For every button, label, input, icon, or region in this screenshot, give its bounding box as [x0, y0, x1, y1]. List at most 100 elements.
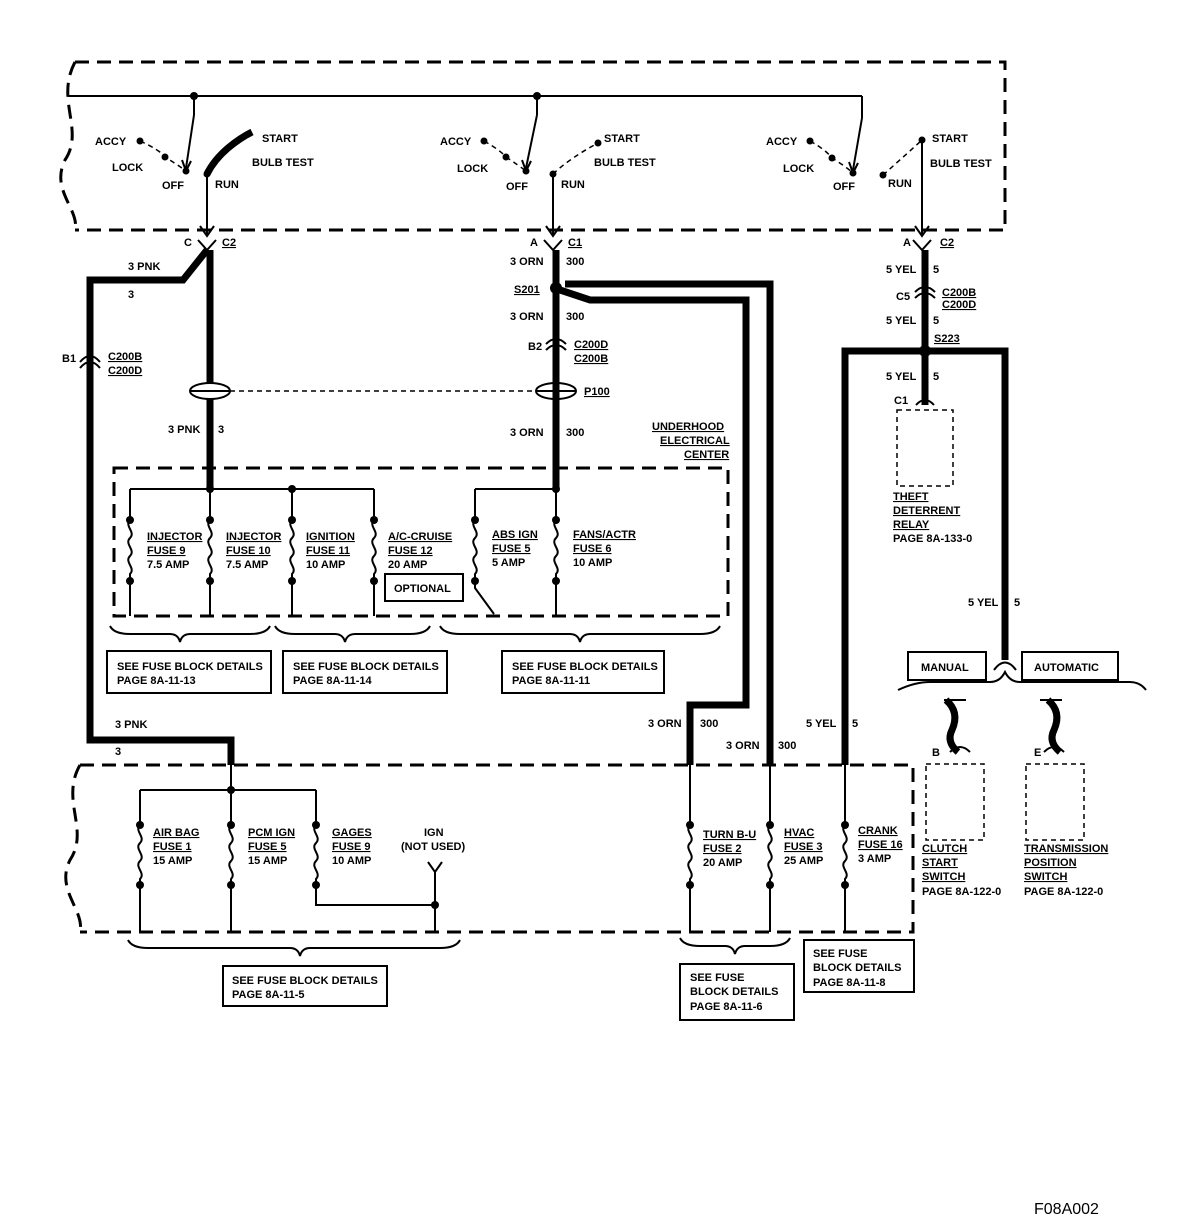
switch3-accy-label: ACCY	[766, 136, 798, 148]
connector-c200d-label-1: C200D	[108, 365, 142, 377]
fuse-block-reference-braces: SEE FUSE BLOCK DETAILS PAGE 8A-11-5 SEE …	[127, 937, 915, 1021]
switch2-off-label: OFF	[506, 181, 528, 193]
switch1-run-label: RUN	[215, 179, 239, 191]
fb-fuse2-amp: 15 AMP	[248, 855, 287, 867]
clutch-line1: CLUTCH	[922, 843, 967, 855]
wire-label-300-1: 300	[566, 256, 584, 268]
uh-fuse3-fuse: FUSE 11	[306, 545, 350, 557]
wire-label-5yel-2: 5 YEL	[886, 315, 917, 327]
uh-fuse3-name: IGNITION	[306, 531, 355, 543]
connector-b2-label: B2	[528, 341, 542, 353]
theft-deterrent-relay: C1 THEFT DETERRENT RELAY PAGE 8A-133-0	[893, 395, 972, 545]
clutch-start-switch: B CLUTCH START SWITCH PAGE 8A-122-0	[922, 747, 1001, 898]
theft-line2: DETERRENT	[893, 505, 961, 517]
fb-fuse3-amp: 10 AMP	[332, 855, 371, 867]
theft-connector-label: C1	[894, 395, 908, 407]
tps-line3: SWITCH	[1024, 871, 1067, 883]
ignition-switch-2: ACCY LOCK OFF RUN START BULB TEST	[440, 114, 656, 238]
switch2-run-label: RUN	[561, 179, 585, 191]
tps-line1: TRANSMISSION	[1024, 843, 1108, 855]
underhood-title-2: ELECTRICAL	[660, 435, 730, 447]
wire-label-300-2: 300	[566, 311, 584, 323]
theft-line3: RELAY	[893, 519, 930, 531]
wire-label-5-2: 5	[933, 315, 939, 327]
tps-line2: POSITION	[1024, 857, 1077, 869]
theft-line1: THEFT	[893, 491, 929, 503]
connector-c200d-label-3: C200D	[942, 299, 976, 311]
uh-fuse4-amp: 20 AMP	[388, 559, 427, 571]
underhood-electrical-center: UNDERHOOD ELECTRICAL CENTER INJECTOR FUS…	[112, 421, 730, 618]
fuse-block: AIR BAG FUSE 1 15 AMP PCM IGN FUSE 5 15 …	[64, 763, 915, 934]
wire-label-3orn-2: 3 ORN	[510, 311, 544, 323]
wire-label-3-mid: 3	[218, 424, 224, 436]
fb-ref1-line1: SEE FUSE BLOCK DETAILS	[232, 975, 378, 987]
wire-label-5yel-5: 5 YEL	[806, 718, 837, 730]
wire-label-3pnk-bottom: 3 PNK	[115, 719, 147, 731]
switch3-start-label: START	[932, 133, 968, 145]
splice-s223-label: S223	[934, 333, 960, 345]
fb-fuse5-fuse: FUSE 3	[784, 841, 823, 853]
connector-c5-label: C5	[896, 291, 910, 303]
fb-fuse5-amp: 25 AMP	[784, 855, 823, 867]
p100-grommet: P100	[189, 382, 610, 400]
fb-fuse6-amp: 3 AMP	[858, 853, 891, 865]
wire-label-3orn-4: 3 ORN	[648, 718, 682, 730]
uh-fuse3-amp: 10 AMP	[306, 559, 345, 571]
wire-label-5yel-3: 5 YEL	[886, 371, 917, 383]
connector-p100-label: P100	[584, 386, 610, 398]
switch3-bulb-test-label: BULB TEST	[930, 158, 992, 170]
uh-ref3-line2: PAGE 8A-11-11	[512, 675, 590, 687]
wire-label-5-3: 5	[933, 371, 939, 383]
wire-label-5yel-1: 5 YEL	[886, 264, 917, 276]
switch3-off-label: OFF	[833, 181, 855, 193]
fb-fuse1-name: AIR BAG	[153, 827, 199, 839]
transmission-select: MANUAL AUTOMATIC	[897, 651, 1147, 755]
uh-ref1-line2: PAGE 8A-11-13	[117, 675, 196, 687]
wire-label-3-bottom: 3	[115, 746, 121, 758]
wire-label-3-top: 3	[128, 289, 134, 301]
wire-label-5yel-4: 5 YEL	[968, 597, 999, 609]
wire-label-3orn-1: 3 ORN	[510, 256, 544, 268]
yel-circuit: 5 YEL 5 C5 C200B C200D 5 YEL 5 S223 5 YE…	[806, 250, 1020, 765]
switch-output-connectors: C C2 A C1 A C2	[184, 237, 954, 252]
fb-ref2-line2: BLOCK DETAILS	[690, 986, 778, 998]
pnk-circuit: 3 PNK 3 B1 C200B C200D 3 PNK 3 3 PNK 3	[62, 247, 235, 765]
connector-a-label-1: A	[530, 237, 538, 249]
wire-label-3orn-5: 3 ORN	[726, 740, 760, 752]
switch2-accy-label: ACCY	[440, 136, 472, 148]
uh-fuse6-amp: 10 AMP	[573, 557, 612, 569]
fb-fuse3-fuse: FUSE 9	[332, 841, 371, 853]
connector-b1-label: B1	[62, 353, 76, 365]
ignition-switch-1: ACCY LOCK OFF RUN START BULB TEST	[95, 114, 314, 238]
wire-label-5-1: 5	[933, 264, 939, 276]
connector-a-label-2: A	[903, 237, 911, 249]
uh-fuse6-fuse: FUSE 6	[573, 543, 612, 555]
fb-fuse6-name: CRANK	[858, 825, 898, 837]
clutch-page: PAGE 8A-122-0	[922, 886, 1001, 898]
fb-fuse2-fuse: FUSE 5	[248, 841, 287, 853]
switch1-accy-label: ACCY	[95, 136, 127, 148]
theft-page: PAGE 8A-133-0	[893, 533, 972, 545]
uh-fuse1-name: INJECTOR	[147, 531, 202, 543]
uh-fuse4-name: A/C-CRUISE	[388, 531, 452, 543]
ignition-switch-3: ACCY LOCK OFF RUN START BULB TEST	[766, 117, 992, 238]
fb-ref2-line1: SEE FUSE	[690, 972, 744, 984]
connector-c2-label-1: C2	[222, 237, 236, 249]
fb-ref2-line3: PAGE 8A-11-6	[690, 1001, 763, 1013]
fb-ref1-line2: PAGE 8A-11-5	[232, 989, 305, 1001]
fb-fuse4-name: TURN B-U	[703, 829, 756, 841]
fb-ref3-line1: SEE FUSE	[813, 948, 867, 960]
wire-label-5-5: 5	[852, 718, 858, 730]
tps-pin-label: E	[1034, 747, 1041, 759]
switch3-run-label: RUN	[888, 178, 912, 190]
switch1-start-label: START	[262, 133, 298, 145]
switch1-bulb-test-label: BULB TEST	[252, 157, 314, 169]
orn-circuit: 3 ORN 300 S201 3 ORN 300 B2 C200D C200B …	[510, 250, 796, 765]
ign-note: (NOT USED)	[401, 841, 466, 853]
fb-fuse1-fuse: FUSE 1	[153, 841, 192, 853]
uh-fuse1-fuse: FUSE 9	[147, 545, 186, 557]
optional-label: OPTIONAL	[394, 583, 451, 595]
uh-fuse2-amp: 7.5 AMP	[226, 559, 268, 571]
connector-c200b-label-3: C200B	[942, 287, 976, 299]
